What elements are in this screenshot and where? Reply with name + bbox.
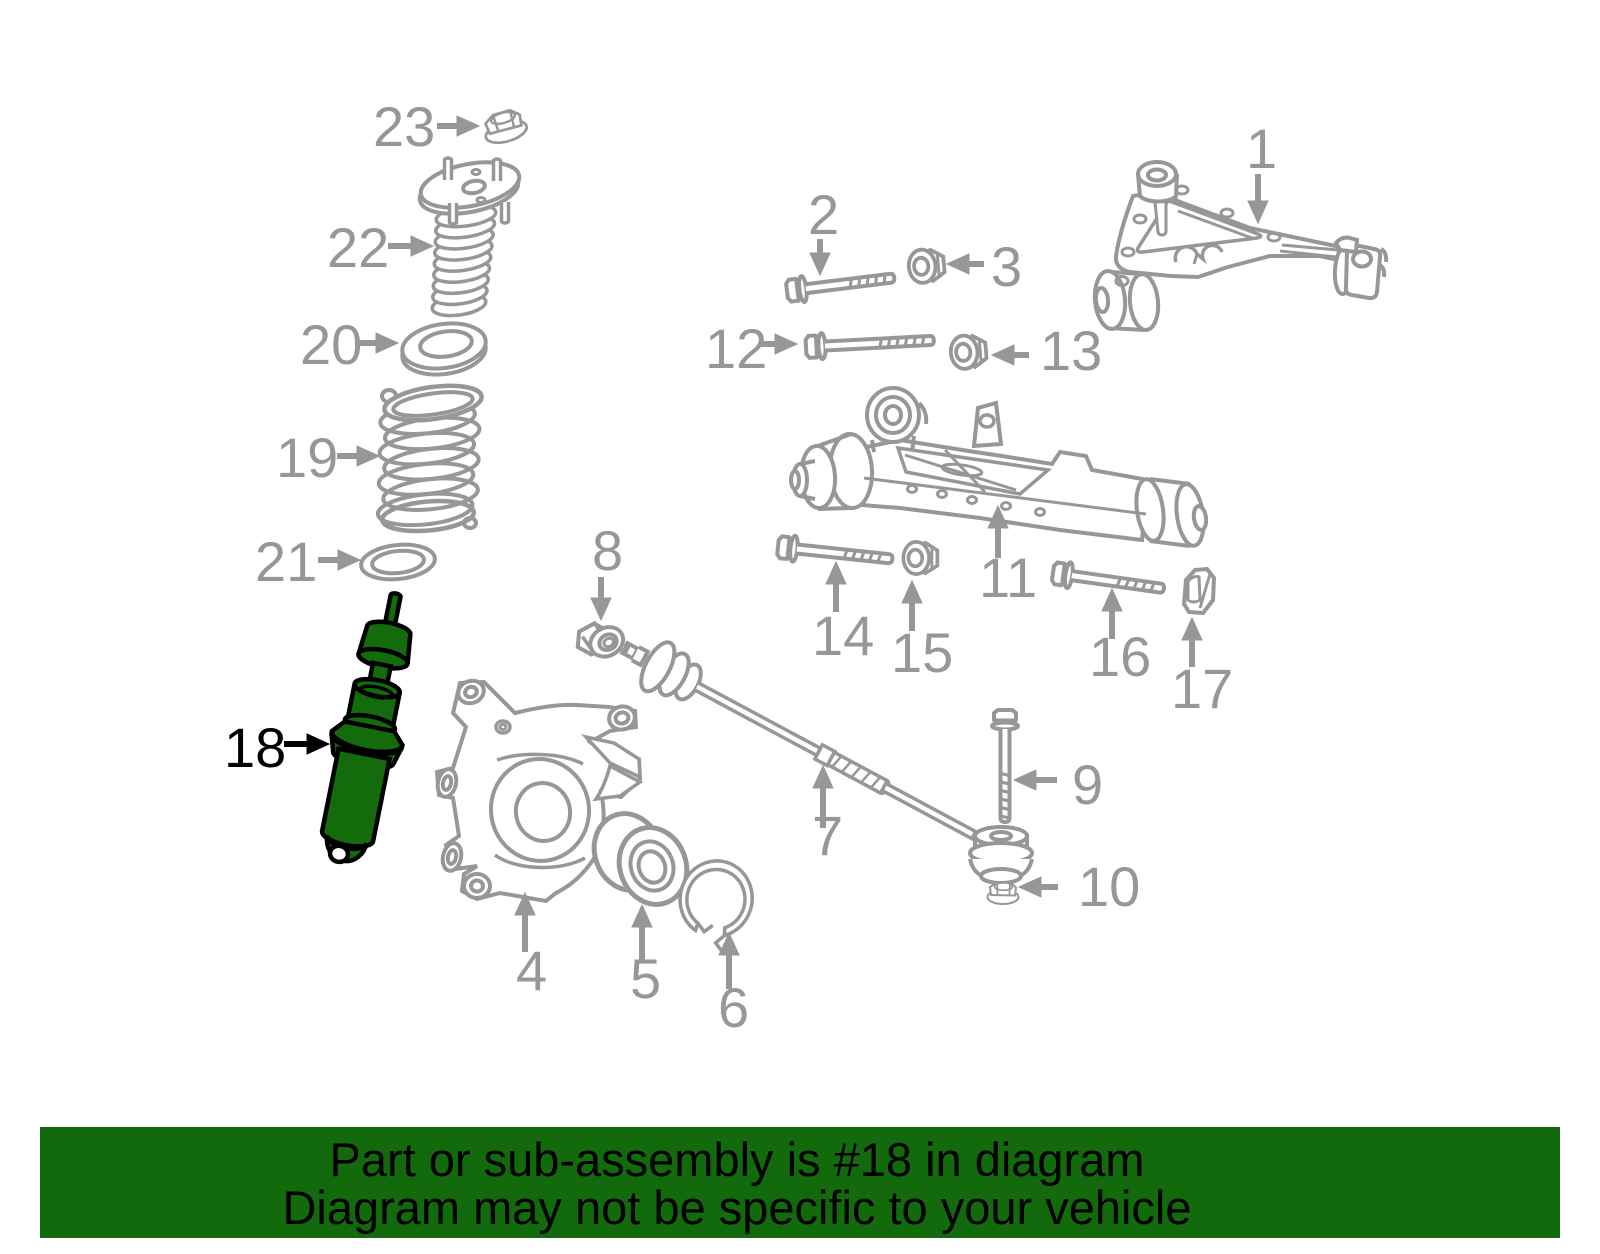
svg-text:2: 2 xyxy=(808,183,839,246)
svg-text:21: 21 xyxy=(255,530,317,593)
svg-text:15: 15 xyxy=(891,621,953,684)
svg-text:7: 7 xyxy=(812,804,843,867)
svg-text:5: 5 xyxy=(630,947,661,1010)
svg-text:Diagram may not be specific to: Diagram may not be specific to your vehi… xyxy=(282,1181,1191,1234)
svg-text:19: 19 xyxy=(276,426,338,489)
svg-text:23: 23 xyxy=(373,95,435,158)
svg-text:13: 13 xyxy=(1040,319,1102,382)
svg-text:11: 11 xyxy=(979,546,1037,609)
svg-text:4: 4 xyxy=(516,939,547,1002)
svg-text:16: 16 xyxy=(1089,625,1151,688)
svg-text:17: 17 xyxy=(1171,657,1233,720)
svg-text:22: 22 xyxy=(327,216,389,279)
svg-text:8: 8 xyxy=(592,519,623,582)
svg-text:1: 1 xyxy=(1246,117,1277,180)
svg-text:12: 12 xyxy=(705,317,767,380)
svg-text:6: 6 xyxy=(718,976,749,1039)
svg-text:10: 10 xyxy=(1078,855,1140,918)
svg-text:3: 3 xyxy=(991,235,1022,298)
svg-text:20: 20 xyxy=(300,313,362,376)
svg-text:9: 9 xyxy=(1072,753,1103,816)
svg-text:Part or sub-assembly is #18 in: Part or sub-assembly is #18 in diagram xyxy=(329,1133,1144,1186)
svg-text:18: 18 xyxy=(224,716,286,779)
svg-text:14: 14 xyxy=(812,604,874,667)
